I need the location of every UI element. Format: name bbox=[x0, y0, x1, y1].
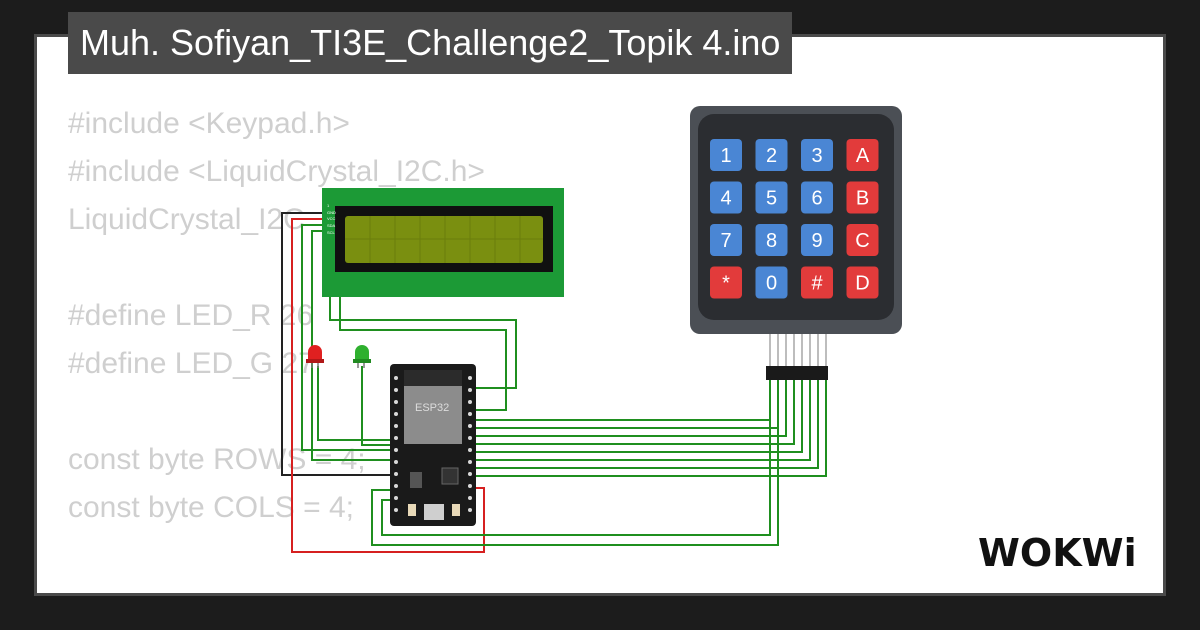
wire-lcd-gnd[interactable] bbox=[281, 212, 392, 476]
code-line-3: LiquidCrystal_I2C bbox=[68, 203, 305, 236]
esp32-board[interactable]: ESP32 bbox=[390, 364, 476, 526]
wire-lcd-sda[interactable] bbox=[301, 224, 392, 451]
led-red[interactable] bbox=[306, 345, 324, 368]
key-3[interactable]: 3 bbox=[801, 139, 833, 171]
keypad-connector bbox=[766, 334, 828, 380]
key-label: # bbox=[811, 273, 823, 295]
key-star[interactable]: * bbox=[710, 266, 742, 299]
key-9[interactable]: 9 bbox=[801, 224, 833, 256]
wire-led-green[interactable] bbox=[361, 366, 392, 446]
code-line-1: #include <Keypad.h> bbox=[68, 107, 350, 140]
key-B[interactable]: B bbox=[846, 181, 879, 214]
wire-lcd-scl[interactable] bbox=[311, 230, 392, 461]
lcd-pin-gnd: GND bbox=[327, 210, 336, 215]
key-label: D bbox=[855, 273, 869, 295]
key-2[interactable]: 2 bbox=[755, 139, 788, 171]
wire-keypad-6[interactable] bbox=[470, 380, 811, 461]
lcd-pin-sda: SDA bbox=[327, 223, 336, 228]
code-line-2: #include <LiquidCrystal_I2C.h> bbox=[68, 155, 485, 188]
key-label: 2 bbox=[766, 145, 777, 167]
wokwi-logo: WOKWi bbox=[978, 531, 1137, 575]
key-label: 6 bbox=[811, 188, 822, 210]
key-0[interactable]: 0 bbox=[755, 266, 788, 299]
key-label: 7 bbox=[720, 230, 731, 252]
key-label: 3 bbox=[811, 145, 822, 167]
key-label: 1 bbox=[720, 145, 731, 167]
key-label: A bbox=[856, 145, 870, 167]
wire-keypad-8[interactable] bbox=[470, 380, 827, 477]
key-label: 0 bbox=[766, 273, 777, 295]
key-D[interactable]: D bbox=[846, 266, 879, 299]
lcd-pin-vcc: VCC bbox=[327, 216, 336, 221]
esp32-label: ESP32 bbox=[415, 402, 449, 414]
lcd-display[interactable]: 1 GND VCC SDA SCL bbox=[322, 188, 564, 297]
key-8[interactable]: 8 bbox=[755, 224, 788, 256]
key-label: * bbox=[722, 273, 730, 295]
wire-led-red[interactable] bbox=[317, 366, 392, 441]
key-label: 5 bbox=[766, 188, 777, 210]
key-C[interactable]: C bbox=[846, 224, 879, 256]
wire-keypad-10[interactable] bbox=[381, 380, 771, 536]
lcd-pin-1: 1 bbox=[327, 203, 330, 208]
key-6[interactable]: 6 bbox=[801, 181, 833, 214]
wire-keypad-3[interactable] bbox=[470, 380, 787, 437]
lcd-pin-scl: SCL bbox=[327, 230, 336, 235]
key-label: 4 bbox=[720, 188, 731, 210]
code-line-9: const byte COLS = 4; bbox=[68, 491, 354, 524]
key-label: B bbox=[856, 188, 869, 210]
logo-text: WOKWi bbox=[978, 531, 1137, 575]
wire-keypad-7[interactable] bbox=[470, 380, 819, 469]
led-green[interactable] bbox=[353, 345, 371, 368]
wire-keypad-9[interactable] bbox=[371, 380, 779, 546]
window-title: Muh. Sofiyan_TI3E_Challenge2_Topik 4.ino bbox=[68, 12, 793, 74]
key-hash[interactable]: # bbox=[801, 266, 833, 299]
key-label: C bbox=[855, 230, 869, 252]
key-label: 8 bbox=[766, 230, 777, 252]
key-A[interactable]: A bbox=[846, 139, 879, 171]
wire-board-top-2[interactable] bbox=[339, 237, 507, 411]
wire-lcd-vcc[interactable] bbox=[291, 218, 485, 553]
key-4[interactable]: 4 bbox=[710, 181, 742, 214]
key-5[interactable]: 5 bbox=[755, 181, 788, 214]
key-label: 9 bbox=[811, 230, 822, 252]
simulation-canvas bbox=[34, 34, 1166, 596]
code-line-5: #define LED_R 26 bbox=[68, 299, 314, 332]
code-line-6: #define LED_G 27 bbox=[68, 347, 315, 380]
wire-keypad-4[interactable] bbox=[470, 380, 795, 445]
wire-keypad-5[interactable] bbox=[470, 380, 803, 453]
key-1[interactable]: 1 bbox=[710, 139, 742, 171]
key-7[interactable]: 7 bbox=[710, 224, 742, 256]
